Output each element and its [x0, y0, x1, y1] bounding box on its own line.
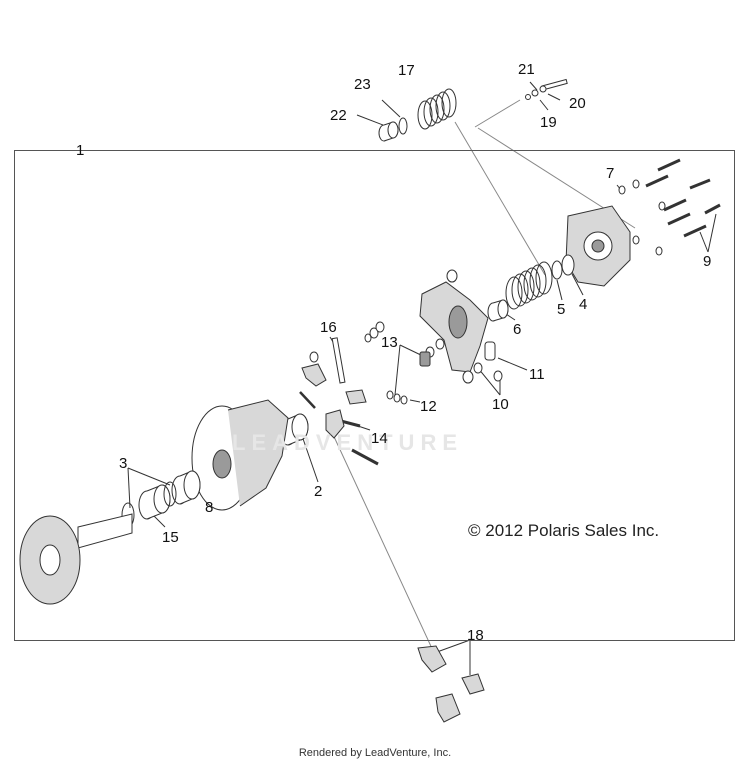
callout-15: 15: [162, 529, 179, 546]
watermark: LEADVENTURE: [232, 430, 464, 455]
ring-part-23: [398, 117, 408, 135]
callout-14: 14: [371, 430, 388, 447]
leader-13-a: [394, 344, 401, 396]
washer-part-21: [531, 89, 539, 97]
callout-3: 3: [119, 455, 128, 472]
ring-part-5: [551, 260, 563, 280]
callout-21: 21: [518, 61, 535, 78]
callout-18: 18: [467, 627, 484, 644]
bushing-part-22: [378, 121, 399, 142]
callout-22: 22: [330, 107, 347, 124]
callout-23: 23: [354, 76, 371, 93]
callout-2: 2: [314, 483, 323, 500]
footer-credit: Rendered by LeadVenture, Inc.: [298, 747, 452, 759]
leader-19-a: [474, 99, 521, 128]
pins-part-12: [386, 390, 408, 405]
bushing-part-6: [487, 299, 509, 322]
leader-21: [529, 81, 538, 91]
weights: [299, 351, 367, 439]
callout-17: 17: [398, 62, 415, 79]
leader-12: [409, 399, 421, 403]
copyright-notice: © 2012 Polaris Sales Inc.: [468, 521, 660, 540]
cover-part-4: [561, 205, 631, 287]
leader-10-a: [477, 367, 501, 396]
callout-10: 10: [492, 396, 509, 413]
bolts-part-9: [645, 158, 721, 238]
fixed-sheave: [19, 513, 133, 605]
leader-19: [539, 99, 549, 111]
callout-7: 7: [606, 165, 615, 182]
leader-4: [571, 273, 584, 296]
leader-9-a: [699, 231, 709, 253]
pin-part-14-b: [351, 448, 379, 466]
assembly-frame: [14, 150, 735, 641]
callout-19: 19: [540, 114, 557, 131]
bushing-part-13: [364, 321, 431, 367]
leader-22: [356, 114, 384, 126]
leader-5: [556, 279, 563, 301]
callout-4: 4: [579, 296, 588, 313]
callout-20: 20: [569, 95, 586, 112]
leader-11: [497, 357, 528, 371]
moveable-sheave: [191, 399, 289, 511]
callout-9: 9: [703, 253, 712, 270]
nut-part-19: [525, 94, 531, 100]
callout-12: 12: [420, 398, 437, 415]
callout-5: 5: [557, 301, 566, 318]
leader-18: [329, 427, 436, 656]
ring-part-3-b: [163, 481, 177, 507]
washers-part-7: [618, 179, 666, 256]
pin-part-16: [331, 337, 346, 384]
leader-9-b: [707, 213, 717, 253]
callout-11: 11: [529, 366, 545, 383]
leader-18-a: [436, 639, 471, 653]
leader-3-b: [127, 467, 171, 486]
spring-lower: [505, 261, 553, 310]
leader-3-a: [127, 467, 131, 509]
callout-16: 16: [320, 319, 337, 336]
leader-23: [381, 99, 401, 118]
bolt-part-20: [539, 78, 568, 93]
weights-part-18: [417, 645, 485, 723]
leader-20: [547, 93, 561, 101]
callout-13: 13: [381, 334, 398, 351]
spring-part-17: [417, 88, 457, 130]
callout-6: 6: [513, 321, 522, 338]
rollers-part-10-11: [435, 338, 503, 382]
callout-1: 1: [76, 142, 85, 159]
callout-8: 8: [205, 499, 214, 516]
leader-17: [454, 121, 546, 276]
